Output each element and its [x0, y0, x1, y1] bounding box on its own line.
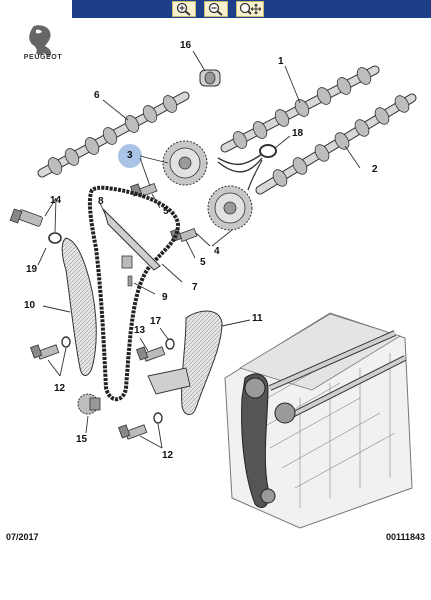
peugeot-lion-logo — [29, 25, 52, 56]
callout-6: 6 — [94, 90, 100, 101]
footer-reference: 00111843 — [385, 532, 425, 542]
crank-sprocket-15 — [77, 393, 101, 415]
o-ring-18 — [259, 144, 277, 158]
pan-zoom-button[interactable] — [236, 1, 264, 17]
bolt-12-left — [30, 336, 71, 360]
footer-date: 07/2017 — [6, 532, 39, 542]
zoom-out-button[interactable] — [204, 1, 228, 17]
phaser-sprocket-4 — [207, 185, 253, 231]
camshaft-1 — [220, 65, 380, 153]
engine-block — [224, 312, 413, 529]
washer-17 — [165, 338, 175, 350]
toolbar-blank-area — [0, 0, 72, 18]
callout-3: 3 — [127, 150, 133, 161]
callout-11: 11 — [252, 313, 263, 324]
callout-5-upper: 5 — [163, 206, 169, 217]
timing-chain-7 — [87, 185, 181, 402]
camshaft-2 — [255, 93, 417, 195]
callout-9: 9 — [162, 292, 168, 303]
phaser-sprocket-3 — [162, 140, 208, 186]
washer-14 — [48, 232, 62, 244]
callout-18: 18 — [292, 128, 304, 139]
tensioner-shoe-10 — [61, 237, 97, 376]
callout-13: 13 — [134, 325, 146, 336]
pan-zoom-icon — [239, 2, 261, 15]
callout-15: 15 — [76, 434, 88, 445]
leader-lines — [37, 50, 361, 449]
callout-14: 14 — [50, 195, 62, 206]
callout-5-lower: 5 — [200, 257, 206, 268]
pin-9 — [127, 275, 133, 287]
callout-12-right: 12 — [162, 450, 174, 461]
callout-1: 1 — [278, 56, 284, 67]
tensioner-19 — [9, 208, 43, 227]
chain-guide-8 — [102, 208, 161, 271]
callout-12-left: 12 — [54, 383, 66, 394]
bolt-12-right — [118, 412, 163, 440]
timing-chain-exploded-diagram — [9, 50, 417, 529]
callout-17: 17 — [150, 316, 162, 327]
zoom-in-icon — [176, 2, 191, 16]
zoom-in-button[interactable] — [172, 1, 196, 17]
callout-2: 2 — [372, 164, 378, 175]
callout-highlight — [118, 144, 142, 168]
callout-19: 19 — [26, 264, 38, 275]
callout-10: 10 — [24, 300, 36, 311]
callout-4: 4 — [214, 246, 220, 257]
callout-8: 8 — [98, 196, 104, 207]
viewer-toolbar — [0, 0, 431, 18]
brand-name: PEUGEOT — [23, 54, 63, 61]
callout-16: 16 — [180, 40, 192, 51]
camshaft-6 — [37, 91, 190, 178]
fixed-guide-11 — [181, 310, 223, 415]
zoom-out-icon — [208, 2, 223, 16]
callout-7: 7 — [192, 282, 198, 293]
bushing-16 — [199, 69, 221, 87]
bolt-13 — [136, 338, 175, 362]
